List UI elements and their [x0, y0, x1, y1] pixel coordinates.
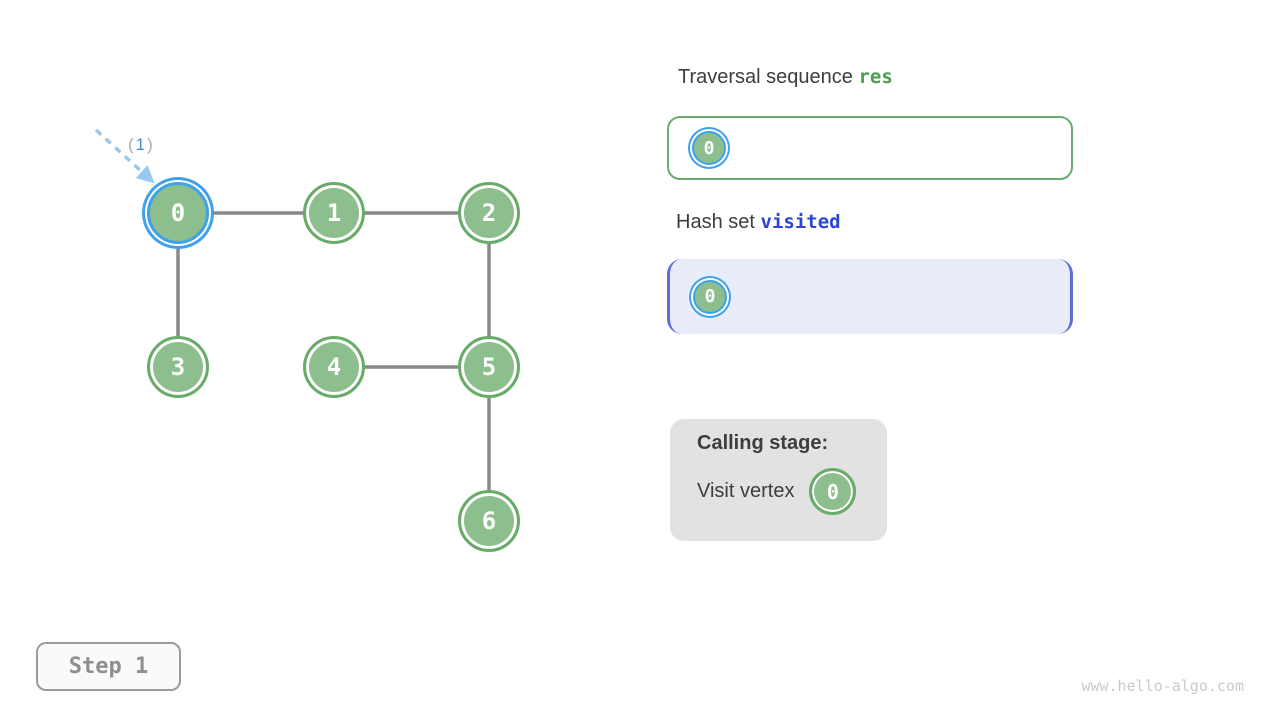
- annotation-close-paren: ): [147, 135, 155, 154]
- calling-stage-row: Visit vertex 0: [697, 468, 887, 515]
- res-chip-0: 0: [692, 131, 726, 165]
- calling-action-label: Visit vertex: [697, 480, 795, 502]
- annotation-number: 1: [135, 135, 148, 154]
- visited-title-text: Hash set: [676, 211, 755, 233]
- annotation-open-paren: (: [128, 135, 136, 154]
- graph-vertex-0: 0: [147, 182, 209, 244]
- visited-title: Hash set visited: [676, 211, 841, 234]
- res-title: Traversal sequence res: [678, 66, 893, 89]
- graph-vertex-4: 4: [303, 336, 365, 398]
- hash-set-box: 0: [667, 259, 1073, 334]
- watermark: www.hello-algo.com: [1081, 677, 1244, 695]
- visited-chip-0: 0: [693, 279, 727, 314]
- graph-vertex-1: 1: [303, 182, 365, 244]
- traversal-sequence-box: 0: [667, 116, 1073, 180]
- res-code-label: res: [858, 66, 893, 88]
- graph-vertex-3: 3: [147, 336, 209, 398]
- visited-code-label: visited: [760, 211, 841, 233]
- arrow-step-annotation: (1): [128, 135, 155, 155]
- res-title-text: Traversal sequence: [678, 66, 853, 88]
- calling-vertex-chip: 0: [809, 468, 857, 515]
- graph-vertex-5: 5: [458, 336, 520, 398]
- graph-vertex-6: 6: [458, 490, 520, 552]
- calling-stage-box: Calling stage: Visit vertex 0: [670, 419, 887, 541]
- calling-stage-title: Calling stage:: [697, 432, 829, 454]
- graph-vertex-2: 2: [458, 182, 520, 244]
- step-button[interactable]: Step 1: [36, 642, 181, 691]
